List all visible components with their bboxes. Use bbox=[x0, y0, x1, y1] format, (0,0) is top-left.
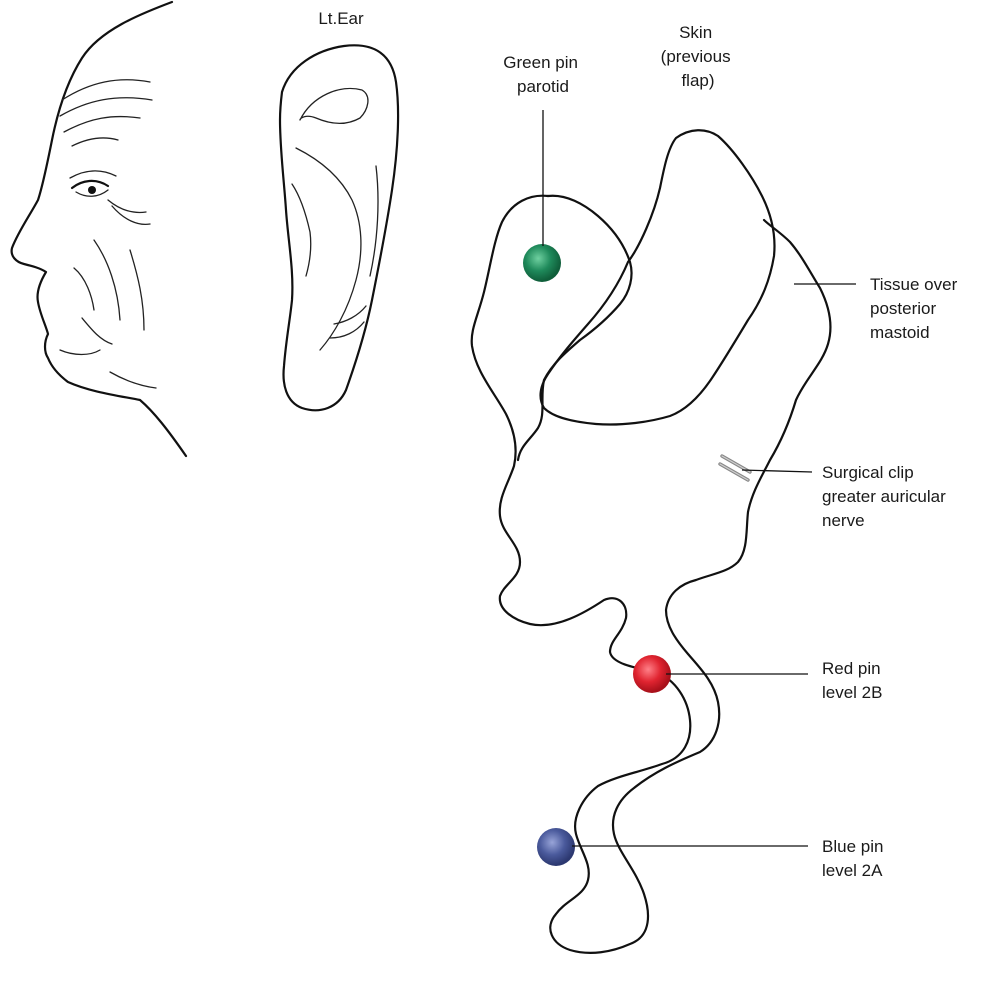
tissue-label-line1: Tissue over bbox=[870, 275, 958, 294]
tissue-label-line3: mastoid bbox=[870, 323, 930, 342]
clip-label-line2: greater auricular bbox=[822, 487, 946, 506]
clip-label-line1: Surgical clip bbox=[822, 463, 914, 482]
blue-pin-label: Blue pin level 2A bbox=[822, 837, 888, 880]
blue-pin-marker bbox=[537, 828, 575, 866]
skin-label: Skin (previous flap) bbox=[661, 23, 736, 90]
red-pin-label-line2: level 2B bbox=[822, 683, 882, 702]
left-ear-illustration bbox=[280, 45, 398, 410]
green-pin-label: Green pin parotid bbox=[503, 53, 582, 96]
skin-label-line1: Skin bbox=[679, 23, 712, 42]
green-pin-marker bbox=[523, 244, 561, 282]
tissue-label-line2: posterior bbox=[870, 299, 936, 318]
surgical-clip-marker bbox=[720, 456, 750, 480]
clip-label-line3: nerve bbox=[822, 511, 865, 530]
tissue-label: Tissue over posterior mastoid bbox=[870, 275, 962, 342]
blue-pin-label-line1: Blue pin bbox=[822, 837, 883, 856]
face-profile-illustration bbox=[12, 2, 186, 456]
red-pin-marker bbox=[633, 655, 671, 693]
clip-label: Surgical clip greater auricular nerve bbox=[822, 463, 951, 530]
green-pin-label-line2: parotid bbox=[517, 77, 569, 96]
clip-leader bbox=[742, 470, 812, 472]
skin-label-line2: (previous bbox=[661, 47, 731, 66]
ear-label: Lt.Ear bbox=[318, 9, 364, 28]
green-pin-label-line1: Green pin bbox=[503, 53, 578, 72]
skin-label-line3: flap) bbox=[681, 71, 714, 90]
red-pin-label: Red pin level 2B bbox=[822, 659, 885, 702]
red-pin-label-line1: Red pin bbox=[822, 659, 881, 678]
blue-pin-label-line2: level 2A bbox=[822, 861, 883, 880]
